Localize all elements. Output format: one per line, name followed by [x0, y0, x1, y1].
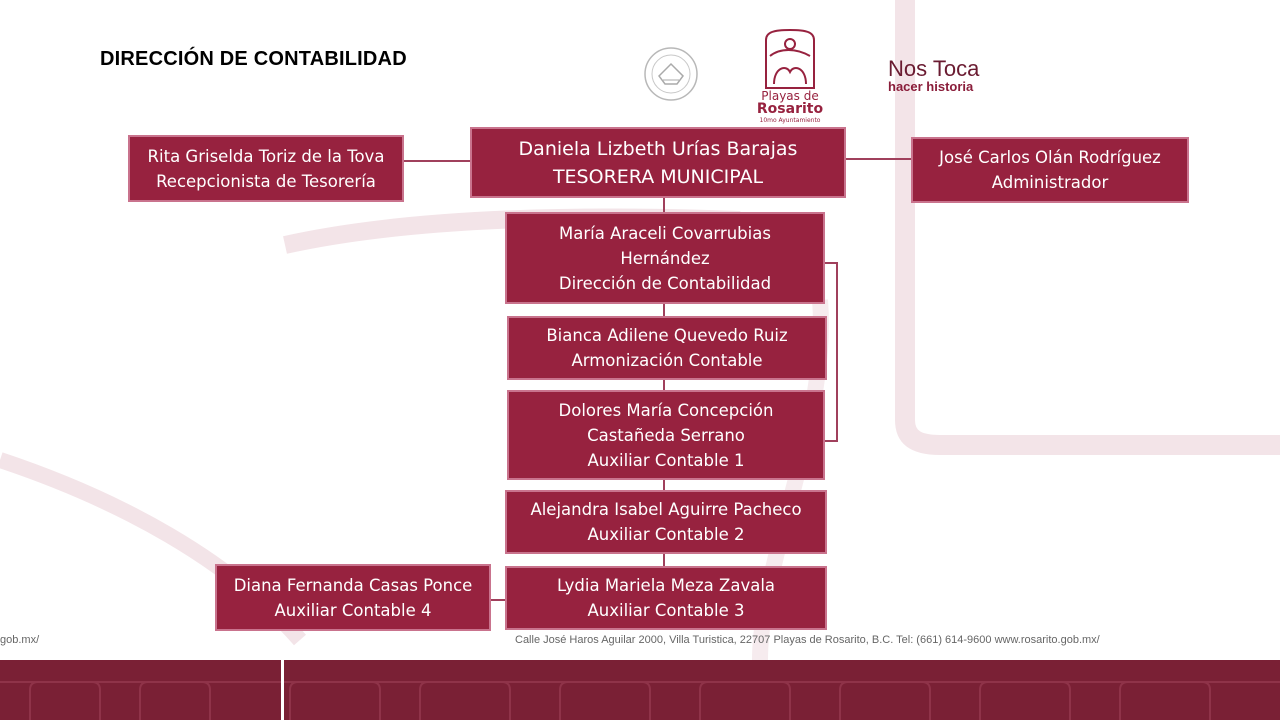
- rosarito-label: Rosarito: [756, 101, 824, 117]
- org-box-auxiliar2: Alejandra Isabel Aguirre Pacheco Auxilia…: [505, 490, 827, 554]
- tesorera-name: Daniela Lizbeth Urías Barajas: [518, 137, 798, 160]
- bracket-top: [823, 262, 838, 264]
- auxiliar2-name: Alejandra Isabel Aguirre Pacheco: [530, 500, 802, 519]
- org-box-tesorera: Daniela Lizbeth Urías Barajas TESORERA M…: [470, 127, 846, 198]
- org-box-recepcionista: Rita Griselda Toriz de la Tova Recepcion…: [128, 135, 404, 202]
- armonizacion-role: Armonización Contable: [571, 351, 763, 370]
- footer-pattern: [0, 660, 1280, 720]
- auxiliar2-role: Auxiliar Contable 2: [587, 525, 745, 544]
- auxiliar3-name: Lydia Mariela Meza Zavala: [556, 576, 776, 595]
- org-box-armonizacion: Bianca Adilene Quevedo Ruiz Armonización…: [507, 316, 827, 380]
- direccion-name-line2: Hernández: [620, 248, 710, 268]
- nos-toca-logo: Nos Toca hacer historia: [888, 58, 1008, 94]
- direccion-role: Dirección de Contabilidad: [558, 273, 772, 293]
- auxiliar4-name: Diana Fernanda Casas Ponce: [233, 575, 473, 595]
- hacer-historia-label: hacer historia: [888, 79, 974, 94]
- tesorera-role: TESORERA MUNICIPAL: [552, 165, 764, 188]
- org-box-auxiliar1: Dolores María Concepción Castañeda Serra…: [507, 390, 825, 480]
- org-box-administrador: José Carlos Olán Rodríguez Administrador: [911, 137, 1189, 203]
- org-box-auxiliar3: Lydia Mariela Meza Zavala Auxiliar Conta…: [505, 566, 827, 630]
- connector-armonizacion-auxiliar1: [663, 378, 665, 392]
- auxiliar1-name-line1: Dolores María Concepción: [558, 400, 774, 420]
- org-box-direccion: María Araceli Covarrubias Hernández Dire…: [505, 212, 825, 304]
- footer-band: [0, 660, 1280, 720]
- connector-auxiliar2-auxiliar3: [663, 552, 665, 568]
- armonizacion-name: Bianca Adilene Quevedo Ruiz: [546, 326, 788, 345]
- playas-de-rosarito-logo: Playas de Rosarito 10mo Ayuntamiento: [740, 28, 840, 126]
- bracket-bottom: [823, 440, 838, 442]
- connector-auxiliar1-auxiliar2: [663, 478, 665, 492]
- connector-direccion-armonizacion: [663, 302, 665, 318]
- municipal-seal-icon: [644, 47, 698, 101]
- auxiliar3-role: Auxiliar Contable 3: [587, 601, 745, 620]
- footer-address: Calle José Haros Aguilar 2000, Villa Tur…: [515, 634, 1100, 646]
- footer-website-left: gob.mx/: [0, 634, 40, 646]
- auxiliar1-name-line2: Castañeda Serrano: [587, 425, 745, 445]
- administrador-name: José Carlos Olán Rodríguez: [939, 148, 1161, 167]
- rosarito-emblem-icon: [765, 28, 815, 89]
- recepcionista-name: Rita Griselda Toriz de la Tova: [147, 146, 385, 166]
- nos-toca-label: Nos Toca: [888, 56, 980, 81]
- connector-tesorera-direccion: [663, 196, 665, 214]
- playas-label: Playas de: [761, 89, 819, 103]
- auxiliar4-role: Auxiliar Contable 4: [274, 600, 432, 620]
- auxiliar1-role: Auxiliar Contable 1: [587, 450, 745, 470]
- recepcionista-role: Recepcionista de Tesorería: [156, 171, 376, 191]
- connector-auxiliar4: [489, 599, 507, 601]
- ayuntamiento-label: 10mo Ayuntamiento: [759, 117, 821, 124]
- administrador-role: Administrador: [991, 173, 1109, 192]
- connector-recepcionista: [402, 160, 472, 162]
- page-title: DIRECCIÓN DE CONTABILIDAD: [100, 48, 407, 70]
- connector-administrador: [844, 158, 914, 160]
- direccion-name-line1: María Araceli Covarrubias: [559, 223, 771, 243]
- bracket-vertical: [836, 262, 838, 442]
- org-box-auxiliar4: Diana Fernanda Casas Ponce Auxiliar Cont…: [215, 564, 491, 631]
